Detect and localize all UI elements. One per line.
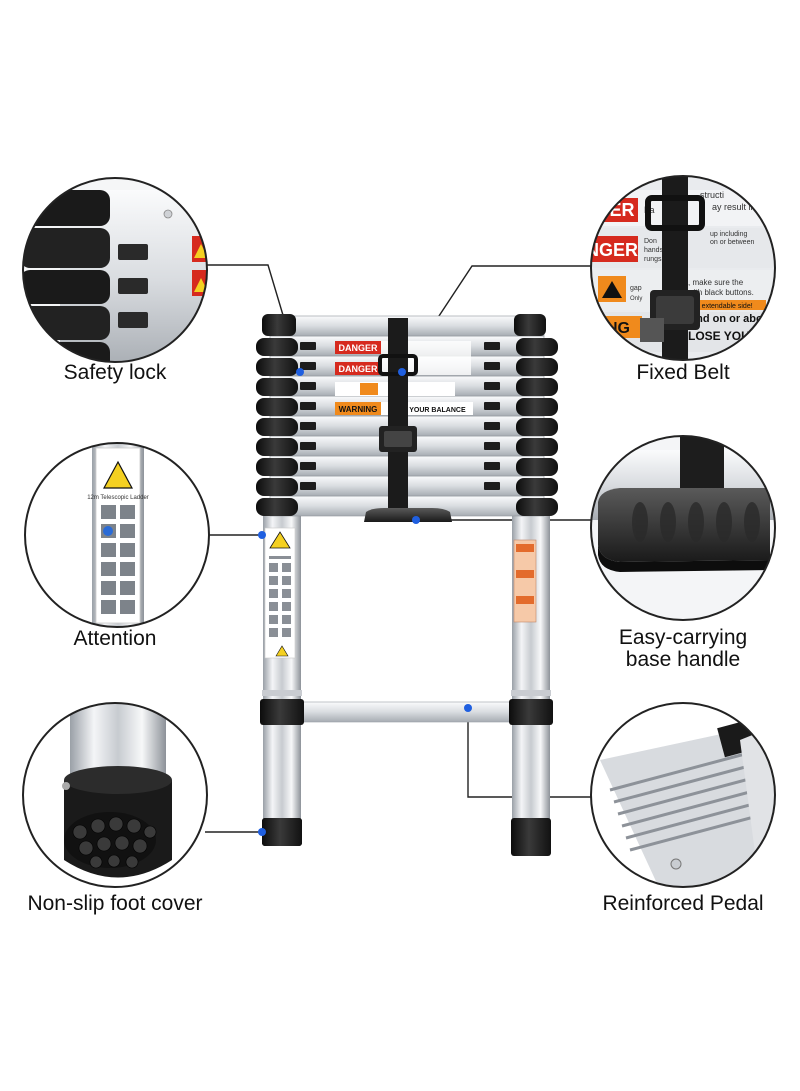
zoom-text-2: structi [700, 190, 724, 200]
label-base-handle: base handle [625, 648, 741, 671]
zoom-text-13: Only [630, 296, 642, 302]
zoom-pedal [590, 702, 776, 888]
label-easy-carrying: Easy-carrying [618, 626, 748, 649]
marker-dots [258, 368, 472, 836]
zoom-danger-2: NGER [586, 240, 638, 260]
danger-sticker-2: DANGER [338, 364, 378, 374]
bottom-rung [283, 701, 531, 723]
zoom-lose: LOSE YOUR [688, 329, 759, 343]
zoom-fixed-belt: ER NGER NG Fa structi ay result in Don h… [586, 175, 789, 361]
zoom-text-5: hands [644, 247, 664, 254]
zoom-text-4: Don [644, 238, 657, 245]
zoom-text-10: with black buttons. [687, 288, 754, 297]
zoom-text-7: up including [710, 231, 747, 238]
zoom-danger-1: ER [609, 200, 634, 220]
label-fixed-belt: Fixed Belt [636, 361, 730, 384]
attention-label-strip [264, 527, 296, 659]
label-reinforced-pedal: Reinforced Pedal [602, 892, 764, 915]
zoom-text-12: the extendable side! [690, 303, 753, 310]
height-label-strip [513, 539, 537, 623]
danger-sticker-1: DANGER [338, 343, 378, 353]
fixed-belt [378, 318, 418, 514]
label-foot-cover: Non-slip foot cover [27, 892, 203, 915]
ladder-name-label: 12m Telescopic Ladder [87, 495, 149, 501]
telescopic-ladder: DANGER DANGER WARNING LOSE YOUR BALANCE [256, 314, 558, 856]
carry-handle [364, 508, 452, 522]
zoom-text-6: rungs [644, 256, 662, 263]
leader-pedal [467, 708, 595, 798]
zoom-safety-lock [22, 177, 208, 363]
label-attention: Attention [73, 627, 157, 650]
zoom-text-9: , make sure the [688, 278, 744, 287]
zoom-attention: 12m Telescopic Ladder [24, 442, 210, 628]
zoom-text-11: gap [630, 285, 642, 292]
right-foot-cap [511, 818, 551, 856]
warning-sticker: WARNING [339, 405, 378, 414]
zoom-foot-cover [22, 702, 208, 888]
lose-balance-text: LOSE YOUR BALANCE [388, 407, 466, 414]
zoom-text-3: ay result in [712, 202, 756, 212]
label-safety-lock: Safety lock [63, 361, 167, 384]
zoom-base-handle [590, 435, 776, 621]
zoom-text-8: on or between [710, 239, 754, 246]
zoom-text-14: and on or above th [690, 313, 789, 325]
